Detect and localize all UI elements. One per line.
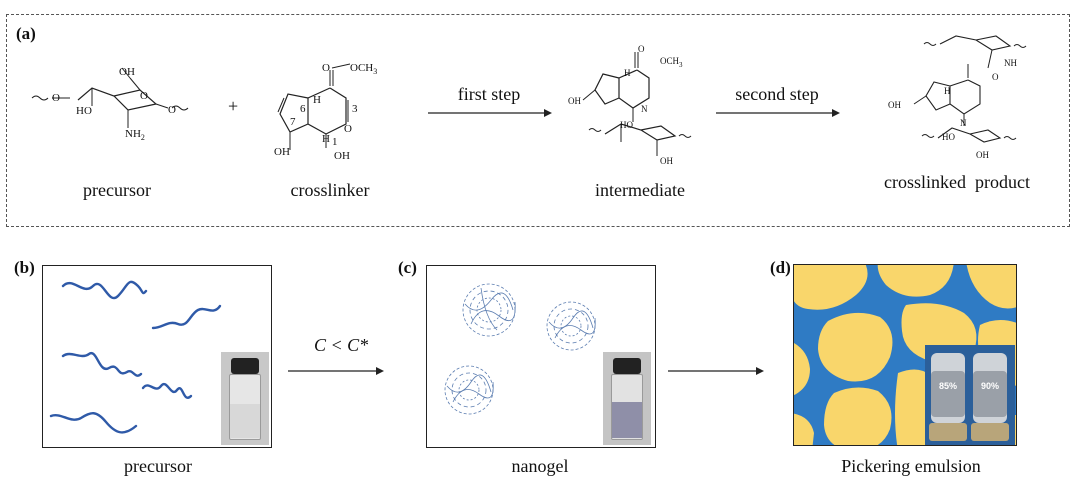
locant-1: 1 — [332, 136, 338, 148]
atom-och3-int: OCH3 — [660, 56, 683, 69]
atom-o-right: O — [168, 104, 176, 116]
panel-b-caption: precursor — [124, 456, 192, 476]
vial-label-85: 85% — [938, 381, 957, 391]
atom-n-prod: N — [960, 118, 967, 128]
panel-c-label: (c) — [398, 258, 417, 277]
arrow-label-first-step: first step — [457, 84, 521, 104]
atom-ho: HO — [76, 105, 92, 117]
atom-o-ring2: O — [344, 123, 352, 135]
compound-name-intermediate: intermediate — [595, 180, 685, 200]
locant-6: 6 — [300, 103, 306, 115]
polymer-chains — [49, 280, 222, 434]
transition-label: C < C* — [314, 335, 369, 355]
panel-d-box: 85% 90% — [793, 264, 1017, 446]
atom-oh: OH — [119, 66, 135, 78]
panel-b-box — [42, 265, 272, 448]
atom-oh-prod: OH — [888, 100, 901, 110]
atom-oh-int2: OH — [660, 156, 673, 166]
atom-o-carbonyl: O — [322, 62, 330, 74]
arrow-first-step — [428, 109, 552, 117]
precursor-structure — [31, 67, 189, 128]
atom-h-top: H — [313, 94, 321, 106]
atom-o-ring: O — [140, 90, 148, 102]
vial-photo-b — [221, 352, 269, 445]
atom-h-int: H — [624, 68, 631, 78]
vial-label-90: 90% — [980, 381, 999, 391]
compound-name-precursor: precursor — [83, 180, 151, 200]
nanogel-particles — [444, 283, 596, 415]
arrow-c-to-d — [668, 367, 764, 375]
atom-h-bottom: H — [322, 133, 330, 145]
atom-oh-int: OH — [568, 96, 581, 106]
panel-d-label: (d) — [770, 258, 791, 277]
atom-nh2: NH2 — [125, 128, 145, 143]
atom-o-prod: O — [992, 72, 999, 82]
panel-c-caption: nanogel — [511, 456, 569, 476]
atom-oh-bottom: OH — [334, 150, 350, 162]
atom-n-int: N — [641, 104, 648, 114]
panel-d-caption: Pickering emulsion — [841, 456, 981, 476]
plus-sign: + — [228, 96, 239, 116]
locant-3: 3 — [352, 103, 358, 115]
arrow-second-step — [716, 109, 840, 117]
intermediate-structure — [582, 52, 692, 156]
locant-7: 7 — [290, 116, 296, 128]
arrow-label-second-step: second step — [735, 84, 819, 104]
vial-photo-c — [603, 352, 651, 445]
panel-a-label: (a) — [16, 24, 36, 43]
atom-o-int: O — [638, 44, 645, 54]
crosslinked-product-structure — [913, 35, 1027, 143]
panel-b-label: (b) — [14, 258, 35, 277]
atom-ho-prod: HO — [942, 132, 955, 142]
atom-h-prod: H — [944, 86, 951, 96]
crosslinker-structure — [277, 63, 351, 150]
atom-oh-left: OH — [274, 146, 290, 158]
compound-name-crosslinked-product: crosslinked product — [884, 172, 1030, 192]
atom-ho-int: HO — [620, 120, 633, 130]
compound-name-crosslinker: crosslinker — [290, 180, 370, 200]
arrow-b-to-c — [288, 367, 384, 375]
atom-och3: OCH3 — [350, 62, 378, 77]
atom-o-link: O — [52, 92, 60, 104]
atom-nh-prod: NH — [1004, 58, 1017, 68]
panel-c-box — [426, 265, 656, 448]
panel-a-frame — [6, 14, 1070, 227]
vials-photo-d: 85% 90% — [925, 345, 1015, 445]
atom-oh-prod2: OH — [976, 150, 989, 160]
